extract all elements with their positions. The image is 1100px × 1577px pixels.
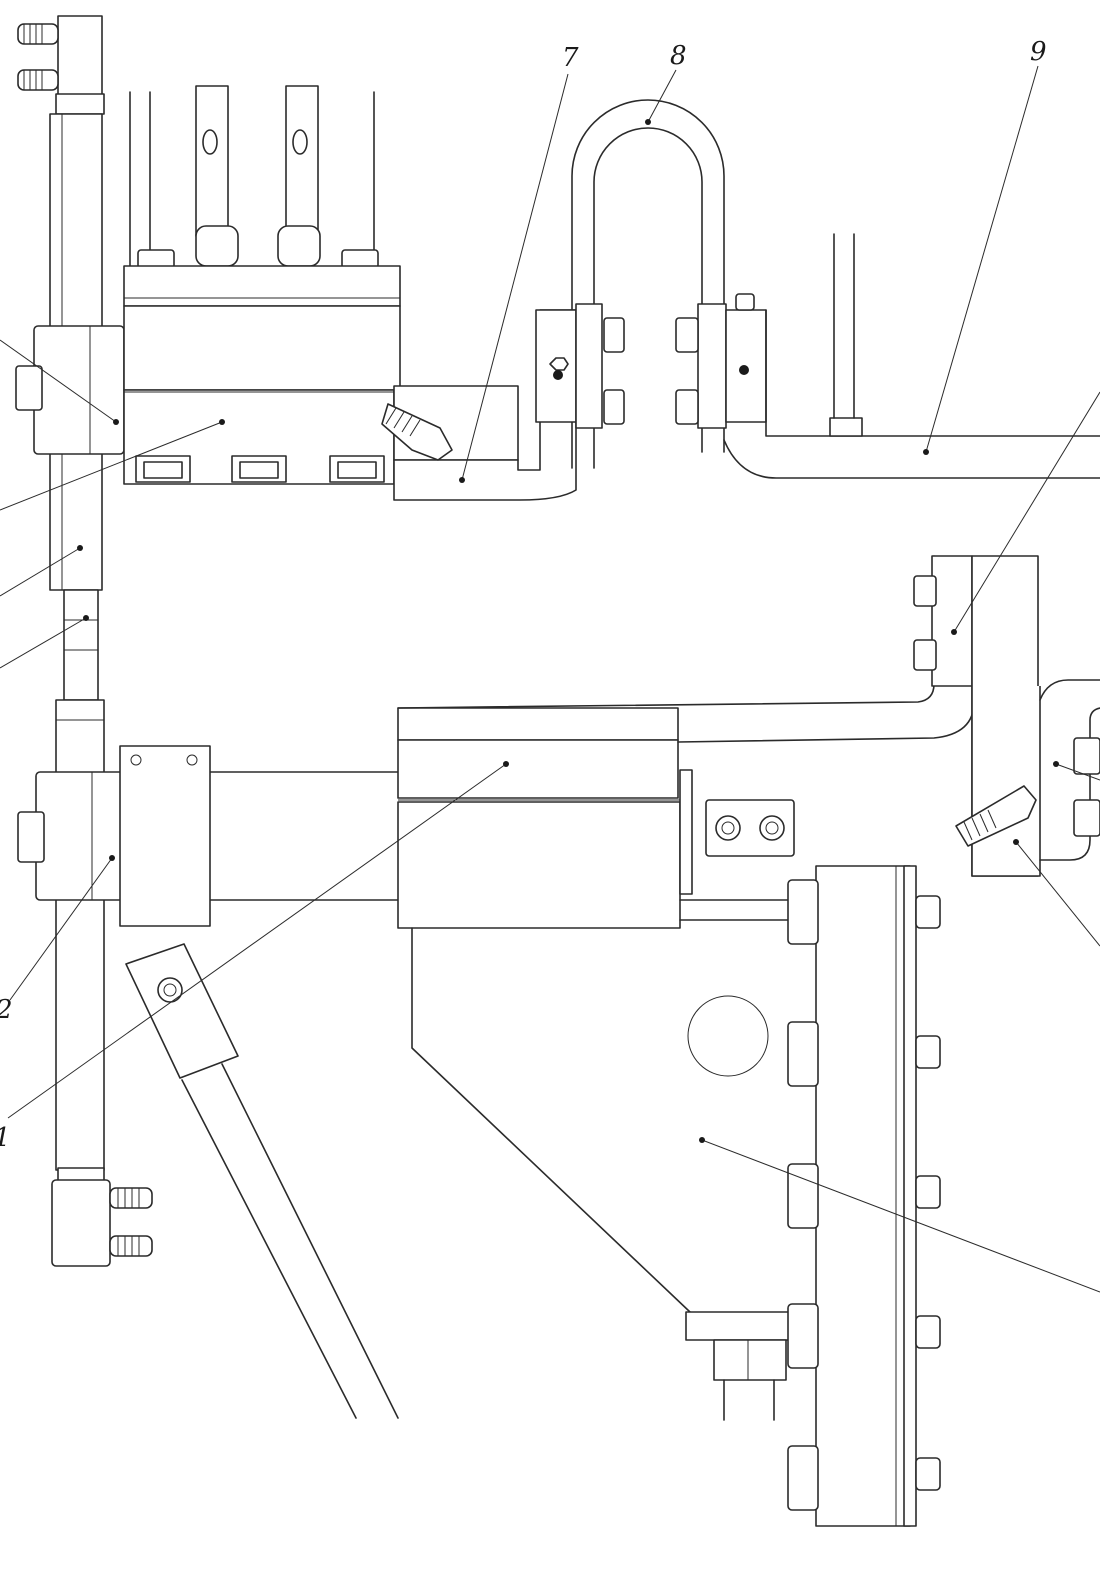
left-vertical-column bbox=[15, 15, 153, 1267]
upper-block-assembly bbox=[123, 85, 577, 501]
top-grease-nipple bbox=[17, 23, 59, 91]
callout-8: 8 bbox=[670, 41, 687, 71]
callout-numbers: 7 8 9 2 1 bbox=[0, 37, 1047, 1153]
callout-1: 1 bbox=[0, 1123, 11, 1153]
right-horizontal-pipe bbox=[723, 233, 1100, 479]
middle-cylinder-assembly bbox=[119, 555, 975, 1419]
hose-barb-fitting-right bbox=[955, 785, 1037, 847]
lower-mounting-plate bbox=[411, 927, 795, 1421]
bottom-grease-nipple bbox=[109, 1187, 153, 1257]
callout-2: 2 bbox=[0, 995, 13, 1025]
right-vertical-bracket bbox=[913, 555, 1100, 877]
u-bend-pipe bbox=[535, 99, 767, 469]
hose-barb-fitting bbox=[381, 403, 453, 461]
angled-link-arm bbox=[125, 943, 399, 1419]
callout-7: 7 bbox=[562, 43, 579, 73]
callout-9: 9 bbox=[1030, 37, 1047, 67]
leader-lines bbox=[0, 65, 1100, 1293]
vertical-flange-bar bbox=[787, 865, 941, 1527]
